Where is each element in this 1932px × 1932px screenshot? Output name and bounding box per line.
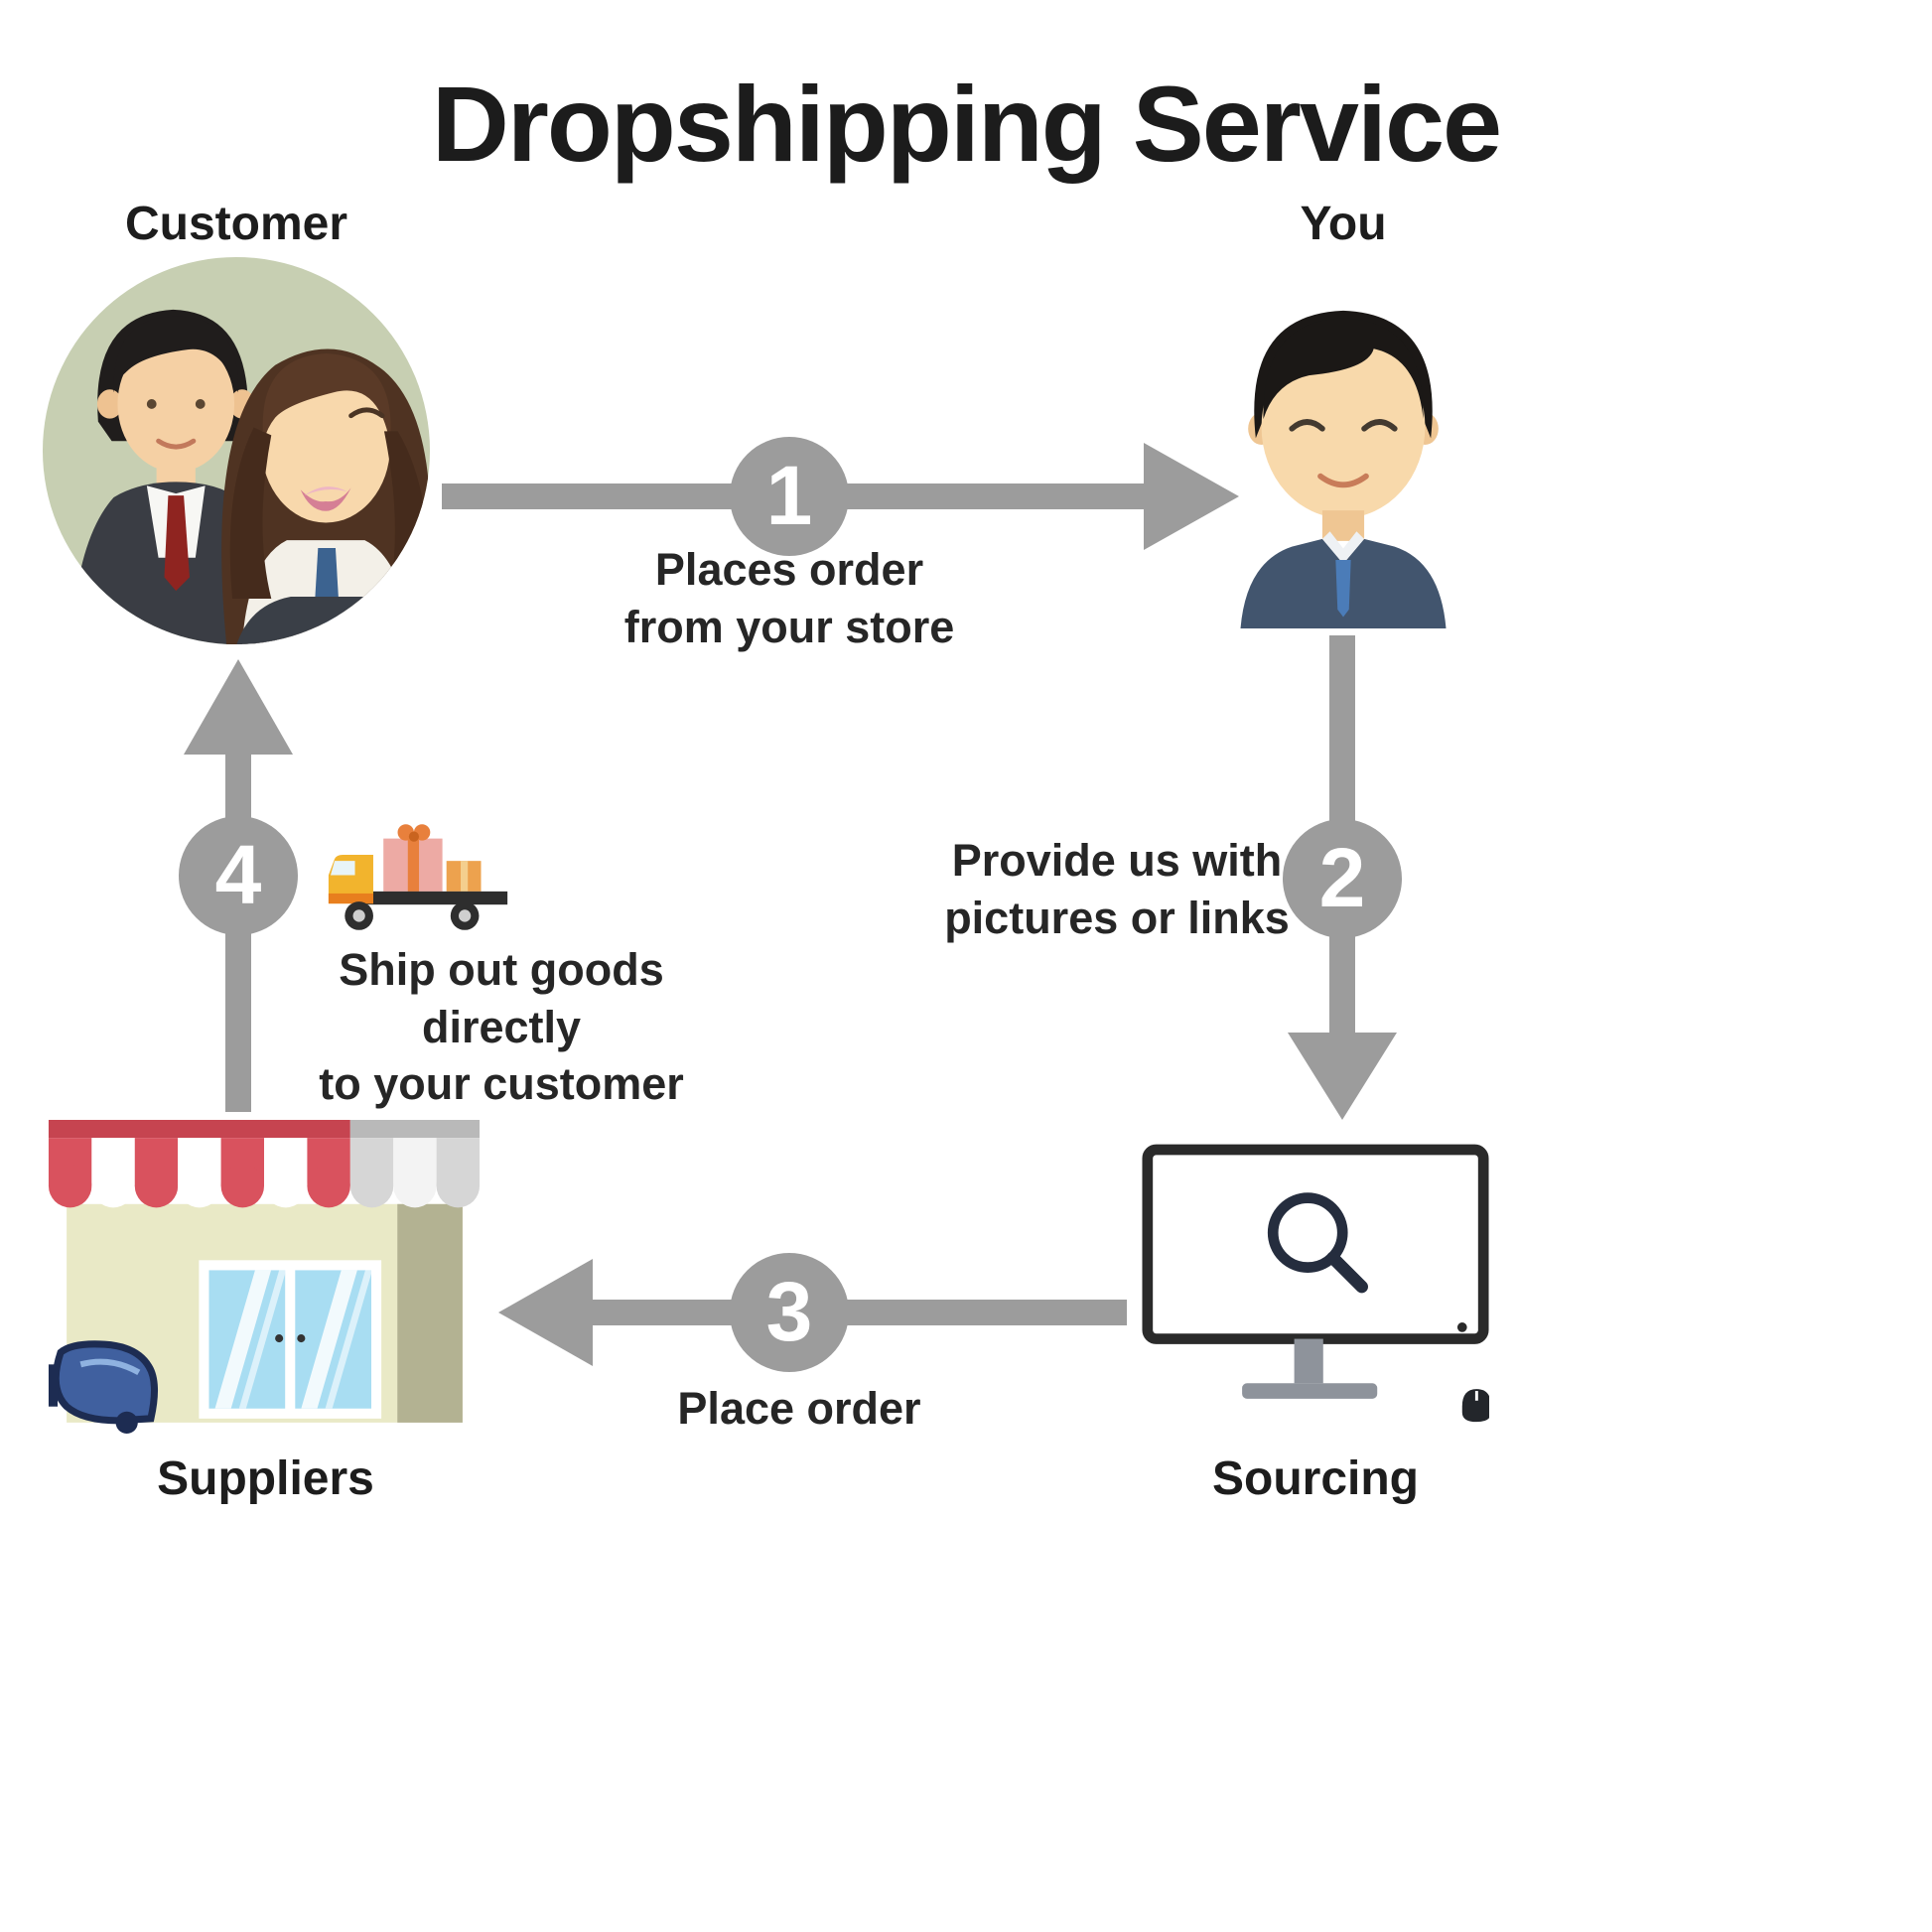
monitor-search-icon — [1142, 1144, 1489, 1423]
step4-caption: Ship out goods directly to your customer — [319, 944, 684, 1110]
page-title: Dropshipping Service — [431, 64, 1502, 184]
storefront-icon — [48, 1120, 481, 1434]
step1-badge: 1 — [730, 437, 849, 556]
customer-label: Customer — [124, 198, 348, 250]
step3-caption: Place order — [677, 1383, 921, 1434]
delivery-truck-gifts-icon — [328, 824, 508, 930]
cart-icon — [48, 1340, 158, 1434]
step4-badge: 4 — [179, 816, 298, 935]
sourcing-label: Sourcing — [1211, 1452, 1419, 1505]
suppliers-label: Suppliers — [157, 1452, 374, 1505]
step1-caption: Places order from your store — [623, 544, 955, 652]
customer-couple-avatar — [42, 256, 431, 645]
search-icon — [1267, 1192, 1368, 1294]
gift-bow — [397, 824, 431, 842]
step3-badge: 3 — [730, 1253, 849, 1372]
businessman-avatar — [1240, 310, 1447, 628]
step2-badge: 2 — [1283, 819, 1402, 938]
step2-caption: Provide us with pictures or links — [944, 835, 1290, 943]
mouse-icon — [1461, 1389, 1489, 1423]
you-label: You — [1300, 198, 1387, 250]
arrow-step3-left — [498, 1259, 1127, 1366]
